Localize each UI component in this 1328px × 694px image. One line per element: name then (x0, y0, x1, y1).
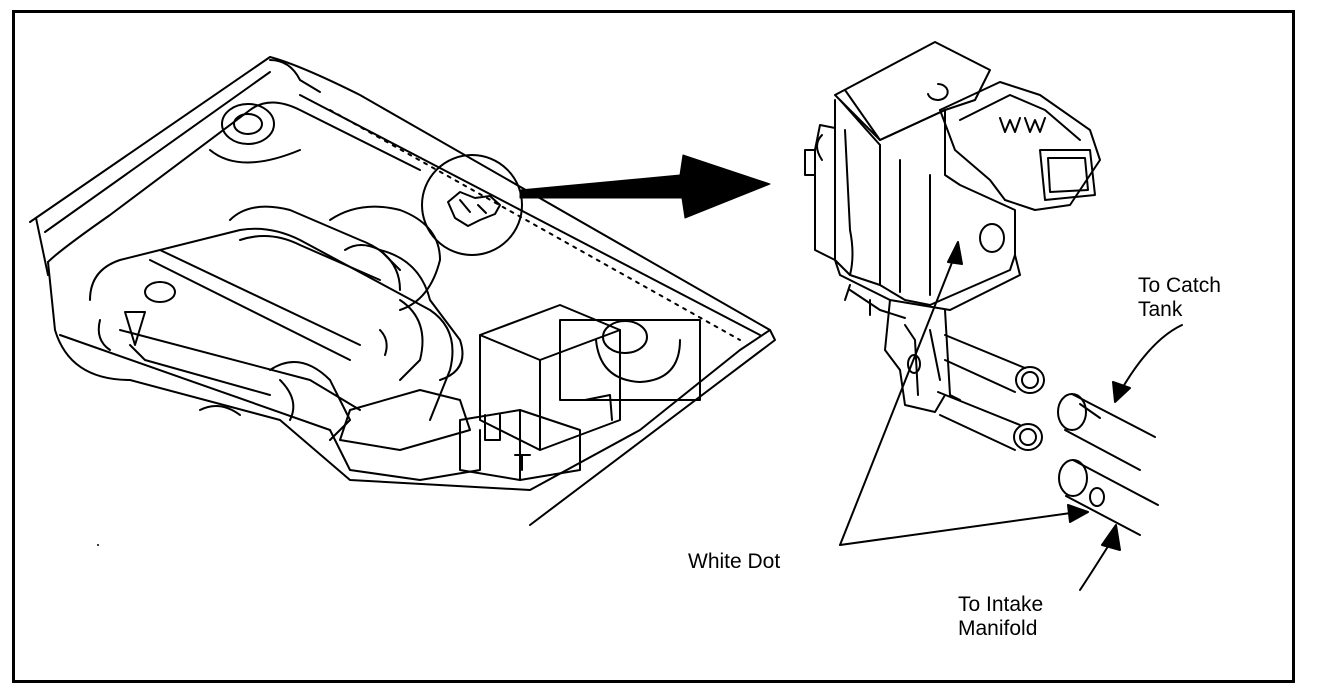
label-white-dot: White Dot (688, 550, 781, 573)
engine-bay-drawing (29, 56, 776, 526)
diagram-frame (12, 10, 1295, 683)
label-to-catch-tank: To Catch Tank (1138, 274, 1221, 321)
pointer-arrow-icon (519, 154, 771, 219)
label-to-intake-manifold: To Intake Manifold (958, 593, 1044, 640)
leader-lines (839, 241, 1183, 591)
solenoid-valve-drawing (804, 41, 1101, 451)
catch-tank-hose (1057, 393, 1156, 471)
magnifier-callout (421, 154, 523, 256)
intake-manifold-hose (1058, 459, 1159, 536)
